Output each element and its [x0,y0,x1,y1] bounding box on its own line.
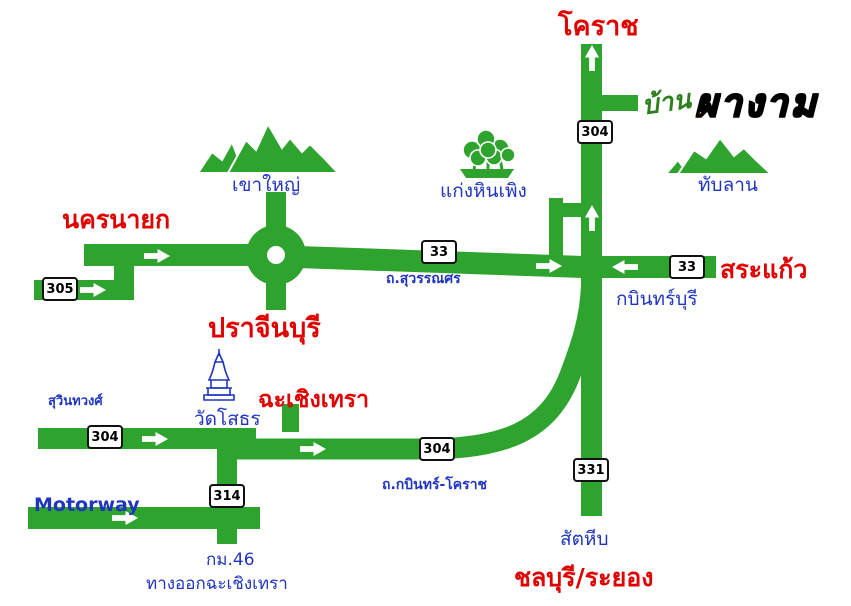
kaeng-hin-phoeng-trees-icon [460,129,516,178]
label-nakhon-nayok: นครนายก [62,205,171,234]
khao-yai-mountain-icon [198,121,338,173]
resort-logo-prefix: บ้าน [640,84,693,122]
route-badge-304-west: 304 [87,425,123,449]
route-badge-314: 314 [209,484,245,508]
label-kabin-korat-road: ถ.กบินทร์-โคราช [382,477,488,493]
label-wat-sothon: วัดโสธร [194,408,261,430]
label-suwinthawong: สุวินทวงศ์ [48,394,103,409]
label-korat: โคราช [558,11,639,42]
roundabout-center [267,246,285,264]
road-33-west [84,244,254,266]
label-kabin-buri: กบินทร์บุรี [616,288,698,310]
direction-arrow-curve [300,441,326,457]
route-badge-304-curve: 304 [419,437,455,461]
label-khao-yai: เขาใหญ่ [232,174,301,196]
wat-sothon-temple-icon [203,349,235,401]
road-305-connector [114,252,134,300]
road-resort-stub [600,95,638,111]
thap-lan-mountain-icon [666,136,771,174]
label-sattahip: สัตหีบ [560,528,609,550]
label-sa-kaeo: สระแก้ว [720,255,808,284]
resort-logo-name: ผางาม [694,80,819,126]
road-kaeng-stub-horizontal [549,203,593,217]
route-badge-33-east: 33 [669,255,705,279]
label-chachoengsao-exit: ทางออกฉะเชิงเทรา [146,574,288,594]
roundabout [246,225,306,285]
label-kaeng-hin-phoeng: แก่งหินเพิง [440,180,527,202]
route-badge-305: 305 [42,277,78,301]
route-badge-33-central: 33 [421,240,457,264]
label-prachinburi: ปราจีนบุรี [208,313,321,344]
route-badge-331: 331 [573,458,609,482]
label-chonburi-rayong: ชลบุรี/ระยอง [514,563,654,592]
road-motorway [28,507,260,529]
route-badge-304-north: 304 [577,120,613,144]
road-304-331-vertical [581,44,602,516]
label-chachoengsao: ฉะเชิงเทรา [258,387,370,413]
label-km46: กม.46 [206,550,255,570]
label-motorway: Motorway [34,494,140,516]
label-suwannason-road: ถ.สุวรรณศร [386,271,461,287]
resort-logo: บ้าน ผางาม [640,72,819,133]
label-thap-lan: ทับลาน [698,174,758,196]
